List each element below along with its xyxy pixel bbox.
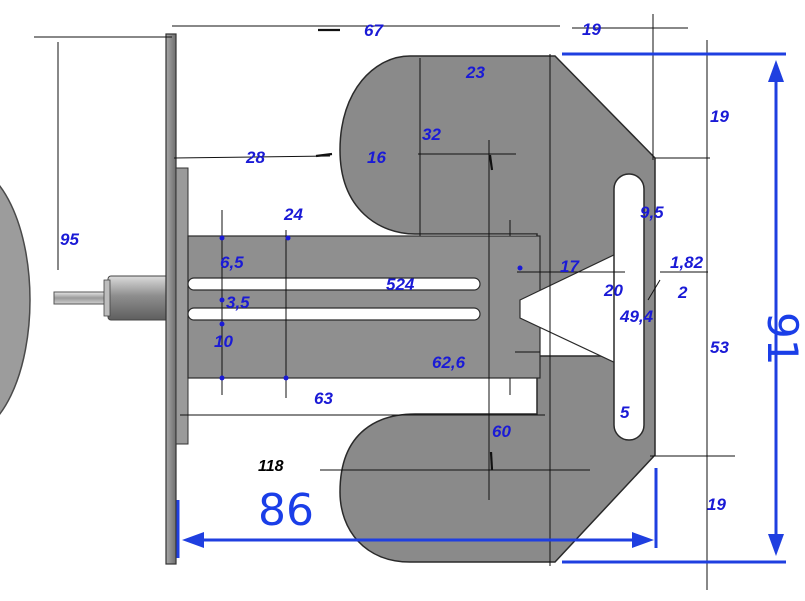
dim-19-bottom: 19 — [707, 495, 726, 514]
dim-53: 53 — [710, 338, 729, 357]
dim-5: 5 — [620, 403, 630, 422]
dimension-labels: 67 19 23 19 95 28 16 32 24 9,5 6,5 524 1… — [60, 20, 805, 536]
dim-95: 95 — [60, 230, 79, 249]
left-disk — [0, 185, 31, 415]
dim-2: 2 — [677, 283, 688, 302]
arrow-91 — [768, 60, 784, 556]
reference-dots — [219, 235, 523, 381]
dim-28: 28 — [245, 148, 265, 167]
dim-63: 63 — [314, 389, 333, 408]
dim-9: 9,5 — [640, 203, 664, 222]
dim-32: 32 — [422, 125, 441, 144]
arrow-86 — [182, 532, 654, 548]
dim-86: 86 — [258, 485, 314, 536]
dim-67: 67 — [364, 21, 384, 40]
dim-1-82: 1,82 — [670, 253, 704, 272]
dim-19-top: 19 — [582, 20, 601, 39]
dim-20: 20 — [603, 281, 623, 300]
leader-marks — [315, 28, 494, 471]
dim-24: 24 — [283, 205, 303, 224]
dim-62-6: 62,6 — [432, 353, 466, 372]
dim-49-4: 49,4 — [619, 307, 654, 326]
shaft-assembly — [53, 275, 175, 321]
dim-17: 17 — [560, 257, 580, 276]
dim-10: 10 — [214, 332, 233, 351]
dim-16: 16 — [367, 148, 386, 167]
dim-118: 118 — [258, 458, 284, 475]
dim-91: 91 — [758, 312, 805, 365]
dim-23: 23 — [465, 63, 485, 82]
dim-3-5: 3,5 — [226, 293, 250, 312]
fork-part — [187, 55, 656, 563]
dim-524: 524 — [386, 275, 415, 294]
vertical-plate — [165, 33, 189, 565]
dim-60: 60 — [492, 422, 511, 441]
dimension-lines — [34, 14, 735, 590]
dim-6-5: 6,5 — [220, 253, 244, 272]
dim-19-right-upper: 19 — [710, 107, 729, 126]
blue-extension-lines — [176, 52, 786, 564]
